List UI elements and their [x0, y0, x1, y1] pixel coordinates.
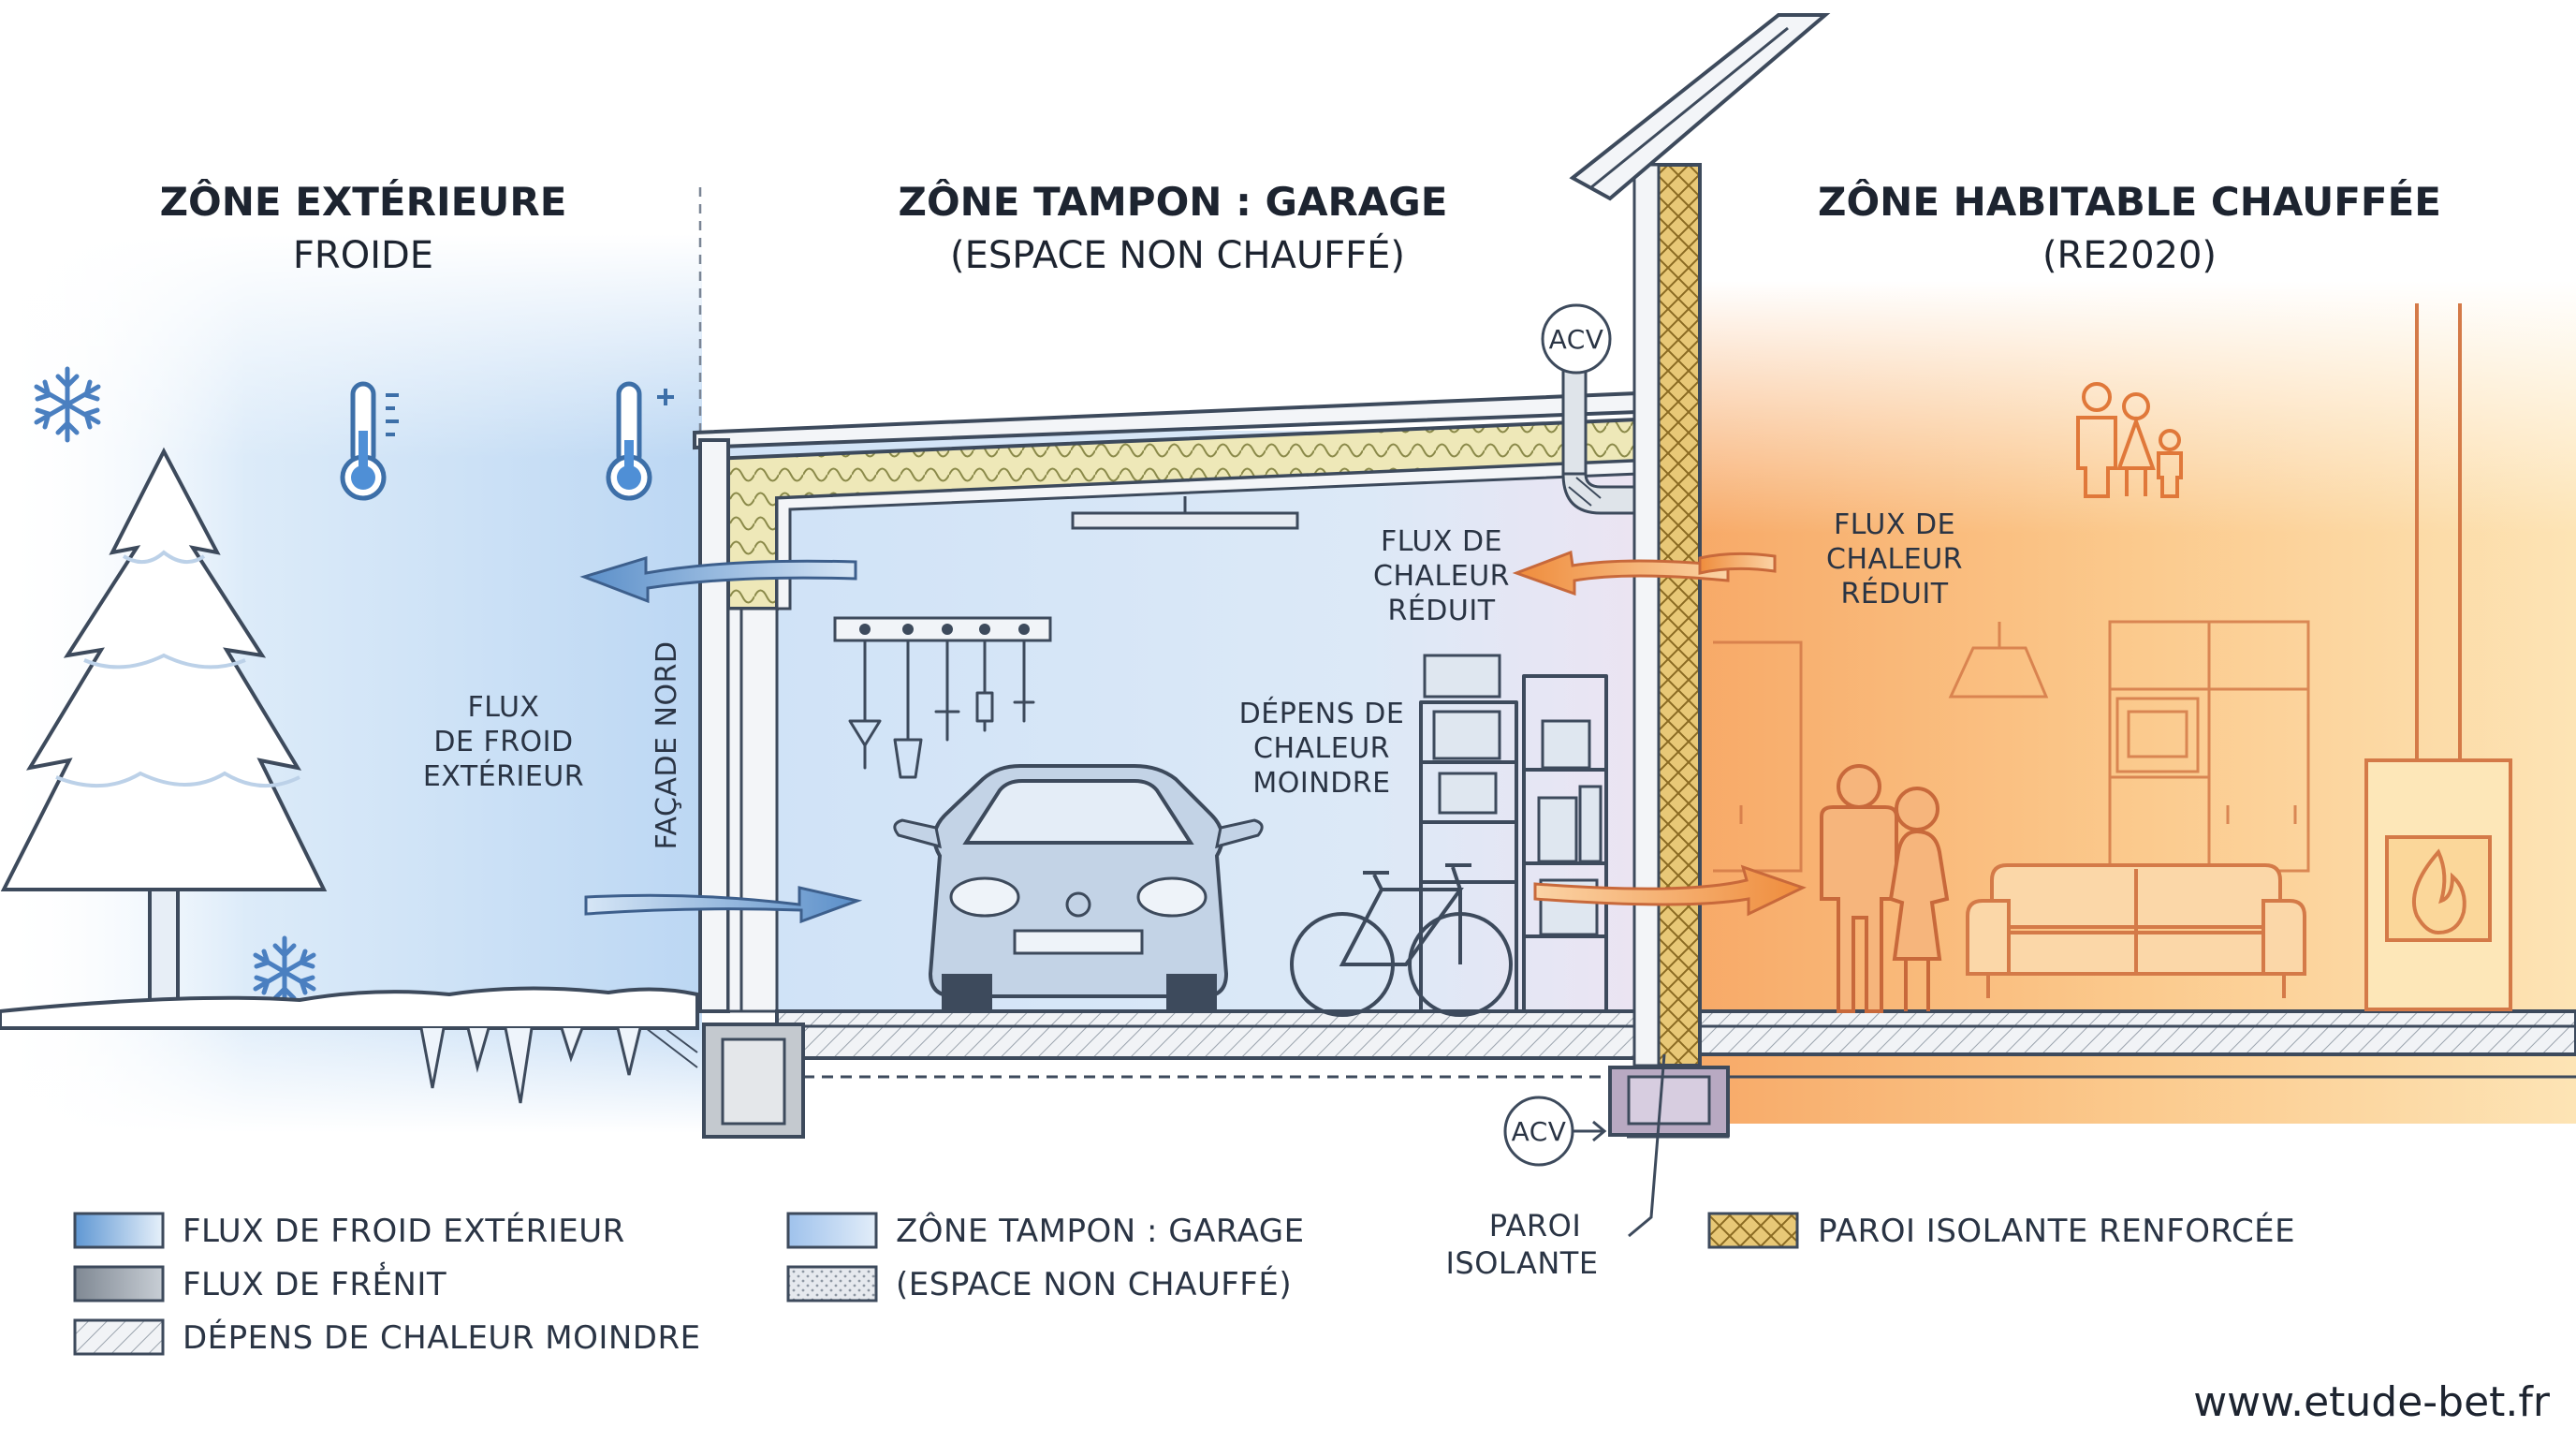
legend: FLUX DE FROID EXTÉRIEUR FLUX DE FRE̾NIT … — [73, 1212, 2295, 1357]
legend-swatch-insulation — [1707, 1212, 1799, 1249]
svg-text:CHALEUR: CHALEUR — [1373, 560, 1510, 593]
facade-label: FAÇADE NORD — [651, 640, 683, 849]
svg-text:(ESPACE NON CHAUFFÉ): (ESPACE NON CHAUFFÉ) — [896, 1265, 1292, 1303]
svg-text:FLUX DE: FLUX DE — [1834, 508, 1955, 541]
stove-icon — [2364, 303, 2512, 1011]
website-link[interactable]: www.etude-bet.fr — [2193, 1378, 2551, 1426]
legend-swatch-cold-flux — [73, 1212, 165, 1249]
legend-swatch-grey-flux — [73, 1265, 165, 1302]
snowflake-icon — [253, 935, 316, 1008]
legend-swatch-unheated — [786, 1265, 878, 1302]
flame-icon — [2411, 848, 2466, 935]
heated-zone-title: ZÔNE HABITABLE CHAUFFÉE — [1818, 178, 2441, 225]
buffer-zone-title: ZÔNE TAMPON : GARAGE — [899, 178, 1448, 225]
insulated-wall — [1569, 13, 1831, 1067]
svg-text:DÉPENS DE CHALEUR MOINDRE: DÉPENS DE CHALEUR MOINDRE — [183, 1318, 701, 1357]
svg-text:ISOLANTE: ISOLANTE — [1445, 1245, 1598, 1281]
cold-flux-arrow-out — [579, 555, 857, 604]
shelf-icon — [1419, 654, 1608, 1011]
exterior-cold-zone-background — [0, 234, 702, 1133]
tree-icon — [0, 447, 328, 1013]
svg-text:RÉDUIT: RÉDUIT — [1387, 594, 1495, 627]
svg-text:FLUX DE FROID EXTÉRIEUR: FLUX DE FROID EXTÉRIEUR — [183, 1212, 625, 1250]
snowflake-icon — [34, 366, 101, 443]
heat-flux-garage-label: FLUX DE CHALEUR RÉDUIT — [1373, 525, 1510, 627]
garage-structure — [693, 390, 1730, 1139]
snow-ground — [0, 986, 699, 1104]
heat-flux-arrow-to-home — [1533, 864, 1807, 917]
svg-text:MOINDRE: MOINDRE — [1252, 767, 1390, 800]
legend-swatch-buffer-zone — [786, 1212, 878, 1249]
sofa-icon — [1966, 863, 2306, 998]
exterior-zone-title: ZÔNE EXTÉRIEURE — [160, 178, 567, 225]
heat-loss-label: DÉPENS DE CHALEUR MOINDRE — [1239, 697, 1405, 800]
svg-text:CHALEUR: CHALEUR — [1253, 732, 1390, 765]
thermometer-cold-icon — [340, 381, 399, 501]
svg-text:FLUX DE: FLUX DE — [1381, 525, 1502, 558]
acv-bottom-badge: ACV — [1503, 1096, 1607, 1167]
thermometer-plus-icon — [606, 381, 674, 501]
svg-text:EXTÉRIEUR: EXTÉRIEUR — [423, 759, 584, 793]
svg-text:ACV: ACV — [1549, 324, 1604, 355]
house-floor — [1698, 1009, 2576, 1079]
legend-swatch-heat-loss — [73, 1318, 165, 1356]
heat-flux-arrow-to-garage — [1512, 550, 1777, 596]
svg-text:PAROI: PAROI — [1489, 1208, 1582, 1243]
cold-flux-label: FLUX DE FROID EXTÉRIEUR — [423, 691, 584, 793]
svg-text:CHALEUR: CHALEUR — [1826, 543, 1963, 576]
tools-icon — [833, 616, 1052, 779]
svg-text:FLUX DE FRE̾NIT: FLUX DE FRE̾NIT — [183, 1262, 446, 1303]
buffer-zone-subtitle: (ESPACE NON CHAUFFÉ) — [950, 232, 1405, 277]
cold-flux-arrow-in — [584, 886, 863, 924]
svg-text:PAROI ISOLANTE RENFORCÉE: PAROI ISOLANTE RENFORCÉE — [1818, 1212, 2295, 1250]
svg-text:DE FROID: DE FROID — [433, 726, 573, 758]
heated-zone-subtitle: (RE2020) — [2042, 234, 2217, 277]
svg-text:DÉPENS DE: DÉPENS DE — [1239, 697, 1405, 730]
couple-icon — [1820, 764, 1950, 1013]
bicycle-icon — [1290, 863, 1513, 1017]
car-icon — [893, 764, 1264, 1011]
svg-text:RÉDUIT: RÉDUIT — [1840, 577, 1948, 611]
svg-text:ZÔNE TAMPON : GARAGE: ZÔNE TAMPON : GARAGE — [896, 1212, 1305, 1250]
heat-flux-home-label: FLUX DE CHALEUR RÉDUIT — [1826, 508, 1963, 611]
svg-text:FLUX: FLUX — [468, 691, 540, 724]
exterior-zone-subtitle: FROIDE — [293, 234, 433, 277]
svg-text:ACV: ACV — [1512, 1116, 1567, 1147]
family-icon — [2076, 382, 2183, 498]
insulating-wall-label: PAROI ISOLANTE — [1445, 1053, 1666, 1281]
acv-top-badge: ACV — [1541, 303, 1612, 375]
